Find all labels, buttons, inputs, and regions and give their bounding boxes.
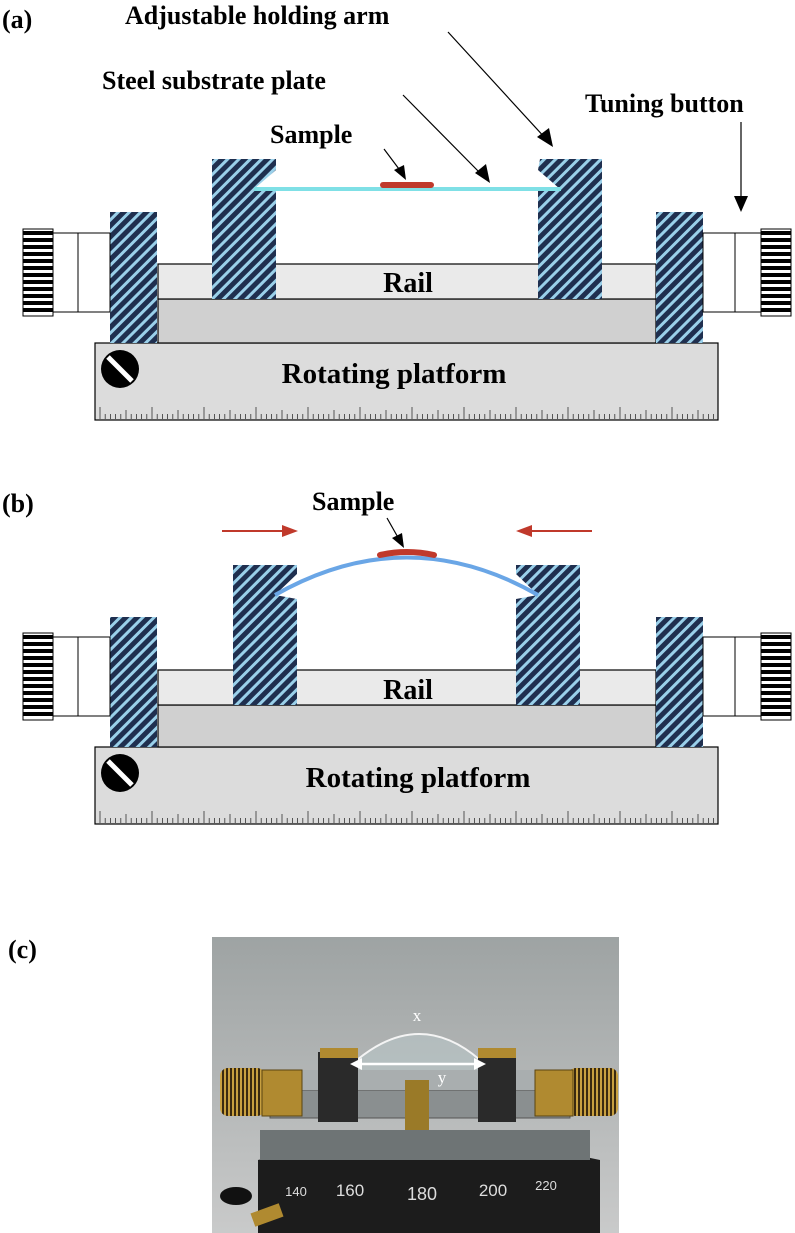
compress-arrowhead-right: [516, 525, 532, 537]
device-photo: x y 140 160 180 200 220: [212, 937, 619, 1233]
label-sample-b: Sample: [312, 487, 394, 516]
rotating-platform-a: [94, 342, 719, 421]
compress-arrowhead-left: [282, 525, 298, 537]
right-post-a: [656, 212, 703, 343]
arrowhead-arm: [537, 128, 553, 147]
bent-glass: [357, 1034, 480, 1080]
photo-left-arm: [318, 1052, 358, 1122]
arrowhead-sample-b: [392, 533, 404, 548]
ruler-ticks-a: [99, 407, 714, 419]
platform-label-b: Rotating platform: [306, 762, 531, 794]
panel-b-tag: (b): [2, 489, 34, 518]
arrowhead-tuning: [734, 196, 748, 212]
photo-label-y: y: [438, 1068, 447, 1087]
pointer-plate: [402, 94, 485, 178]
right-brass-knob: [568, 1068, 618, 1116]
dial-number: 200: [479, 1181, 507, 1200]
label-sample-a: Sample: [270, 120, 352, 149]
arrowhead-plate: [475, 164, 490, 183]
left-tuning-knob-b: [22, 632, 111, 721]
label-tuning-button: Tuning button: [585, 89, 744, 118]
sample-a: [380, 182, 434, 188]
rail-label-b: Rail: [383, 675, 433, 706]
right-tuning-knob-b: [702, 632, 792, 721]
base-block-b: [157, 704, 657, 748]
bent-glass-edge: [356, 1033, 481, 1061]
arrowhead-sample-a: [394, 165, 406, 180]
rotating-dial: [258, 1140, 600, 1233]
panel-a: (a) Rotating platform Rail: [2, 1, 792, 421]
rotating-platform-b: [94, 746, 719, 825]
rail-label-a: Rail: [383, 268, 433, 299]
left-holding-arm-a: [212, 159, 276, 299]
base-block-a: [157, 298, 657, 344]
panel-a-tag: (a): [2, 5, 32, 34]
panel-b: (b) Rotating platform Rail Sample: [2, 487, 792, 825]
left-post-b: [110, 617, 157, 747]
screw-icon: [101, 350, 139, 388]
photo-right-arm: [478, 1052, 516, 1122]
label-adjustable-arm: Adjustable holding arm: [125, 1, 390, 30]
dial-number: 180: [407, 1184, 437, 1204]
dial-number: 160: [336, 1181, 364, 1200]
sample-b: [377, 549, 437, 558]
right-holding-arm-a: [538, 159, 602, 299]
left-tuning-knob-a: [22, 228, 111, 317]
left-post-a: [110, 212, 157, 343]
screw-icon: [101, 754, 139, 792]
left-holding-arm-b: [233, 565, 297, 705]
right-holding-arm-b: [516, 565, 580, 705]
dial-number: 220: [535, 1178, 557, 1193]
panel-c-tag: (c): [8, 935, 37, 964]
photo-label-x: x: [413, 1006, 422, 1025]
ruler-ticks-b: [99, 811, 714, 823]
pointer-arm: [447, 31, 548, 141]
label-steel-plate: Steel substrate plate: [102, 66, 326, 95]
platform-label-a: Rotating platform: [282, 358, 507, 390]
right-post-b: [656, 617, 703, 747]
dial-number: 140: [285, 1184, 307, 1199]
right-tuning-knob-a: [702, 228, 792, 317]
panel-c: (c): [8, 935, 619, 1233]
left-brass-knob: [220, 1068, 265, 1116]
steel-plate-bent: [274, 555, 539, 597]
